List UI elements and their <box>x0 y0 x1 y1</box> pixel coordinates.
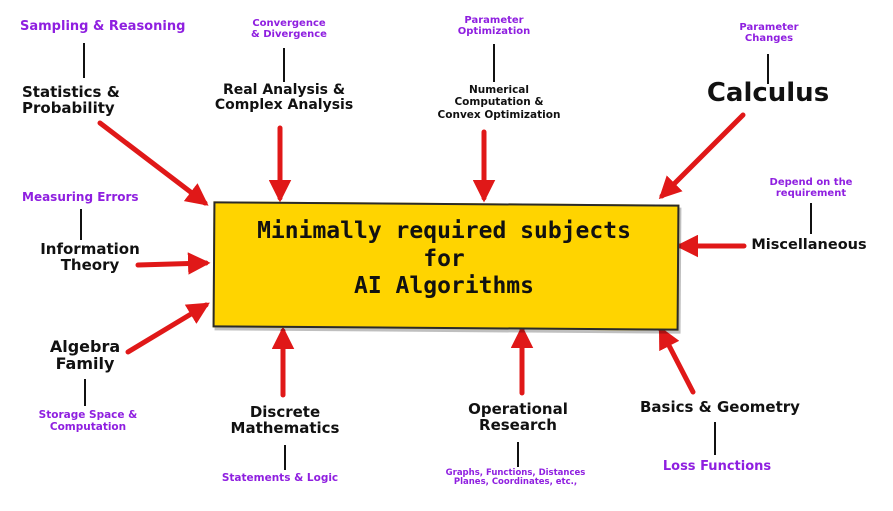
subject-numerical: Numerical Computation & Convex Optimizat… <box>434 84 564 121</box>
note-numerical: Parameter Optimization <box>444 15 544 37</box>
note-calculus-line2: Changes <box>744 33 794 44</box>
subject-information-theory-line2: Theory <box>60 255 120 274</box>
subject-discrete-line1: Discrete <box>249 403 321 421</box>
note-operational: Graphs, Functions, Distances Planes, Coo… <box>433 468 598 488</box>
subject-information-theory-line1: Information <box>40 240 140 258</box>
note-operational-line2: Planes, Coordinates, etc., <box>453 477 578 488</box>
note-numerical-line2: Optimization <box>457 26 531 37</box>
subject-real-analysis: Real Analysis & Complex Analysis <box>214 83 354 112</box>
subject-geometry: Basics & Geometry <box>640 398 800 416</box>
subject-discrete-line2: Mathematics <box>230 418 340 437</box>
note-calculus: Parameter Changes <box>727 22 811 44</box>
note-information-theory: Measuring Errors <box>22 190 139 204</box>
note-real-analysis: Convergence & Divergence <box>234 18 344 40</box>
subject-information-theory: Information Theory <box>35 240 145 274</box>
subject-real-analysis-line1: Real Analysis & <box>222 82 346 98</box>
note-miscellaneous-line2: requirement <box>775 188 847 199</box>
arrow-geometry <box>658 326 696 395</box>
note-geometry: Loss Functions <box>662 459 772 474</box>
note-algebra: Storage Space & Computation <box>28 409 148 433</box>
arrow-statistics <box>97 120 209 206</box>
subject-miscellaneous: Miscellaneous <box>751 237 867 253</box>
note-algebra-line1: Storage Space & <box>38 409 138 421</box>
subject-algebra-line2: Family <box>55 353 115 373</box>
note-calculus-line1: Parameter <box>739 22 799 33</box>
note-numerical-line1: Parameter <box>464 15 524 26</box>
subject-statistics-line1: Statistics & <box>22 83 120 101</box>
subject-operational-line1: Operational <box>468 400 568 418</box>
note-operational-line1: Graphs, Functions, Distances <box>445 468 586 478</box>
subject-operational-line2: Research <box>479 415 557 434</box>
center-title-line1: Minimally required subjects <box>257 218 631 244</box>
subject-algebra: Algebra Family <box>40 337 130 373</box>
note-real-analysis-line1: Convergence <box>252 18 326 29</box>
subject-operational: Operational Research <box>463 400 573 434</box>
note-algebra-line2: Computation <box>49 420 127 433</box>
arrow-calculus <box>658 112 746 200</box>
note-statistics: Sampling & Reasoning <box>20 19 186 34</box>
subject-numerical-line3: Convex Optimization <box>437 108 561 121</box>
center-title-line3: AI Algorithms <box>353 273 534 300</box>
subject-discrete: Discrete Mathematics <box>225 403 345 437</box>
note-miscellaneous: Depend on the requirement <box>761 177 861 199</box>
center-title-line2: for <box>423 245 465 272</box>
subject-calculus: Calculus <box>706 78 830 108</box>
note-discrete: Statements & Logic <box>221 472 339 484</box>
note-real-analysis-line2: & Divergence <box>251 29 327 40</box>
subject-numerical-line1: Numerical <box>468 84 529 96</box>
arrow-algebra <box>125 302 210 355</box>
center-title: Minimally required subjects for AI Algor… <box>213 218 675 301</box>
subject-real-analysis-line2: Complex Analysis <box>214 96 354 113</box>
subject-numerical-line2: Computation & <box>454 96 544 109</box>
subject-algebra-line1: Algebra <box>49 337 121 356</box>
subject-statistics: Statistics & Probability <box>22 83 142 117</box>
note-miscellaneous-line1: Depend on the <box>769 177 853 188</box>
arrow-information-theory <box>135 252 211 275</box>
subject-statistics-line2: Probability <box>22 98 115 117</box>
